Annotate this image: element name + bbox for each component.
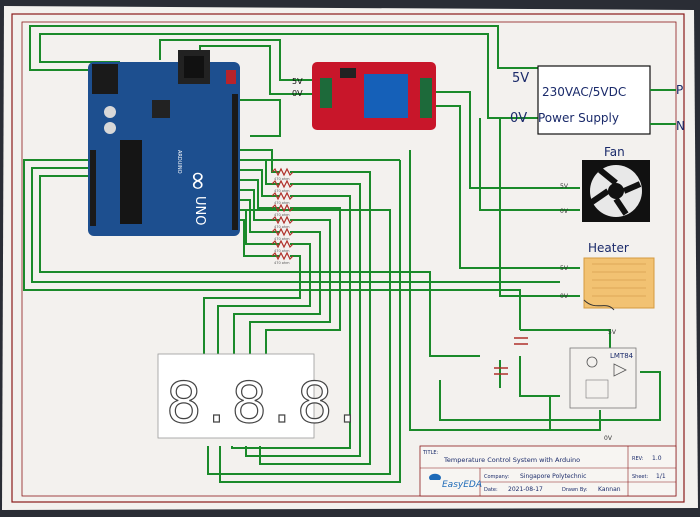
atmega-chip — [120, 140, 142, 224]
resistor-label-4: 470 ohm — [274, 213, 290, 217]
fan-pin-0v: 0V — [560, 208, 569, 215]
arduino-brand: ARDUINO — [176, 150, 182, 174]
capacitor-1 — [104, 106, 116, 118]
resistor-array — [271, 167, 294, 261]
relay-input-terminal — [320, 78, 332, 108]
resistor-7 — [271, 239, 294, 249]
digital-header — [232, 94, 238, 230]
resistor-label-6: 470 ohm — [274, 237, 290, 241]
heater-element-icon — [592, 263, 646, 297]
heater-pin-5v: 5V — [560, 265, 569, 272]
power-jack — [92, 64, 118, 94]
resistor-label-3: 470 ohm — [274, 201, 290, 205]
resistor-label-7: 470 ohm — [274, 249, 290, 253]
capacitors — [494, 337, 528, 375]
fan-title: Fan — [604, 145, 625, 159]
tb-rev-label: REV: — [632, 456, 644, 462]
sheet-border-outer — [11, 13, 685, 503]
resistor-8 — [271, 251, 294, 261]
arduino-logo: ∞ — [183, 170, 213, 192]
capacitor-c2 — [514, 337, 528, 345]
sensor-pin-5v: 5V — [608, 329, 617, 336]
resistor-label-8: 470 ohm — [274, 261, 290, 265]
arduino-uno-board: ∞ UNO ARDUINO — [88, 50, 240, 236]
resistor-4 — [271, 203, 294, 213]
arduino-model: UNO — [192, 196, 207, 225]
usb-chip — [152, 100, 170, 118]
fan-pin-5v: 5V — [560, 183, 569, 190]
heater — [583, 257, 655, 311]
seven-segment-display — [157, 353, 315, 439]
easyeda-logo-icon — [429, 473, 441, 480]
tb-date-label: Date: — [484, 487, 498, 493]
tb-drawn-by: Kannan — [598, 486, 621, 493]
ps-line1: 230VAC/5VDC — [542, 85, 626, 99]
tb-title: Temperature Control System with Arduino — [443, 456, 580, 464]
tb-sheet: 1/1 — [656, 473, 666, 480]
resistor-label-2: 470 ohm — [274, 189, 290, 193]
tb-drawn-label: Drawn By: — [562, 487, 588, 493]
tb-company: Singapore Polytechnic — [520, 473, 586, 480]
resistor-2 — [271, 179, 294, 189]
tb-logo: EasyEDA — [442, 480, 482, 490]
fan — [582, 160, 650, 222]
wires — [23, 25, 661, 483]
resistor-label-1: 470 ohm — [274, 177, 290, 181]
heater-title: Heater — [588, 241, 629, 255]
opamp-icon — [613, 363, 627, 377]
ps-term-p: P — [676, 83, 683, 97]
ps-term-n: N — [676, 119, 685, 133]
resistor-3 — [271, 191, 294, 201]
lmt84-sensor — [569, 347, 637, 409]
capacitor-2 — [104, 122, 116, 134]
sensor-name: LMT84 — [610, 352, 634, 360]
resistor-label-5: 470 ohm — [274, 225, 290, 229]
resistor-5 — [271, 215, 294, 225]
capacitor-c1 — [494, 367, 508, 375]
tb-company-label: Company: — [484, 474, 509, 480]
relay-output-terminal — [420, 78, 432, 118]
relay-coil — [364, 74, 408, 118]
tb-title-label: TITLE: — [422, 450, 439, 456]
display-digits: 8.8.8. — [166, 371, 362, 436]
analog-header — [90, 150, 96, 226]
resistor-6 — [271, 227, 294, 237]
resistor-labels: 470 ohm 470 ohm 470 ohm 470 ohm 470 ohm … — [274, 177, 290, 265]
relay-module — [312, 62, 436, 130]
ps-5v-label: 5V — [512, 71, 529, 86]
title-block — [419, 445, 677, 497]
reset-button — [226, 70, 236, 84]
fan-blades-icon — [590, 167, 642, 216]
resistor-1 — [271, 167, 294, 177]
ps-0v-label: 0V — [510, 111, 527, 126]
relay-pin-0v: 0V — [292, 89, 303, 98]
sheet-border-inner — [21, 21, 677, 497]
heater-pin-0v: 0V — [560, 293, 569, 300]
tb-sheet-label: Sheet: — [632, 474, 648, 480]
tb-date: 2021-08-17 — [508, 486, 543, 493]
tb-rev: 1.0 — [652, 455, 662, 462]
power-supply — [537, 65, 676, 135]
relay-pin-5v: 5V — [292, 77, 303, 86]
ps-line2: Power Supply — [538, 111, 619, 125]
sensor-pin-0v: 0V — [604, 435, 613, 442]
